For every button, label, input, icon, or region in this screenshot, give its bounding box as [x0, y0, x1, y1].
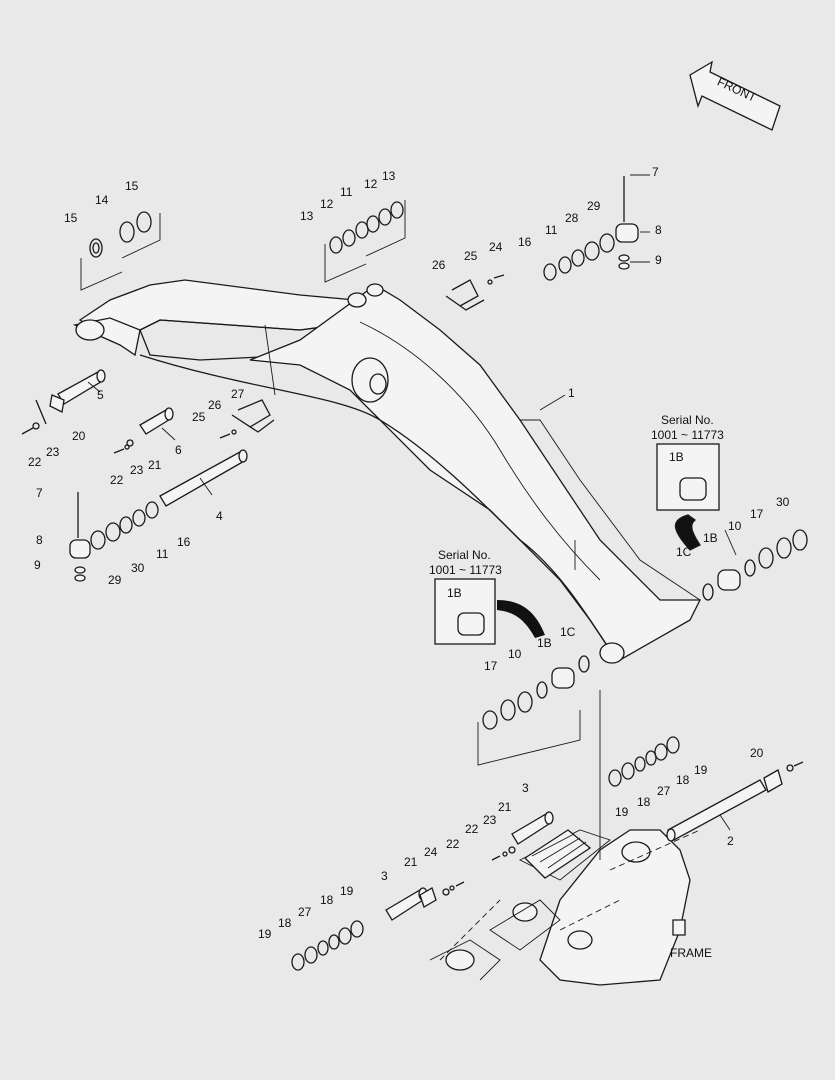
part-label: 15 [64, 211, 78, 225]
part-label: 20 [750, 746, 764, 760]
part-label: 22 [110, 473, 124, 487]
part-label: 11 [156, 547, 169, 561]
part-label: 27 [298, 905, 312, 919]
part-label: 16 [518, 235, 532, 249]
part-label: 11 [340, 185, 353, 199]
part-label: 10 [508, 647, 522, 661]
part-label: 18 [278, 916, 292, 930]
part-label: 9 [655, 253, 662, 267]
part-label: 15 [125, 179, 139, 193]
part-label: 29 [108, 573, 122, 587]
part-label: 29 [587, 199, 601, 213]
part-number-labels: 1 1B 1B 1C 1C 2 3 3 4 5 6 7 7 8 8 9 9 10… [28, 165, 790, 941]
part-label: 5 [97, 388, 104, 402]
part-label: 13 [382, 169, 396, 183]
part-label: 22 [28, 455, 42, 469]
part-label: 18 [320, 893, 334, 907]
frame-label: FRAME [670, 946, 712, 960]
part-label: 11 [545, 223, 558, 237]
part-label: 12 [364, 177, 378, 191]
part-label: 9 [34, 558, 41, 572]
part-label: 14 [95, 193, 109, 207]
part-label: 7 [652, 165, 659, 179]
part-label: 4 [216, 509, 223, 523]
part-label: 27 [657, 784, 671, 798]
part-label: 24 [424, 845, 438, 859]
part-label: 18 [676, 773, 690, 787]
part-label: 10 [728, 519, 742, 533]
part-label: 2 [727, 834, 734, 848]
part-label: 19 [258, 927, 272, 941]
part-label: 25 [464, 249, 478, 263]
serial-range: 1001 ~ 11773 [429, 563, 502, 577]
part-label: 23 [483, 813, 497, 827]
part-label: 1B [537, 636, 552, 650]
part-label: 8 [36, 533, 43, 547]
part-label: 8 [655, 223, 662, 237]
part-label: 12 [320, 197, 334, 211]
part-label: 19 [615, 805, 629, 819]
part-label: 1B [703, 531, 718, 545]
part-label: 23 [130, 463, 144, 477]
part-label: 3 [522, 781, 529, 795]
part-label: 21 [498, 800, 512, 814]
part-label: 24 [489, 240, 503, 254]
serial-part: 1B [447, 586, 462, 600]
boom-body [72, 279, 702, 664]
front-direction-arrow: FRONT [689, 60, 781, 131]
serial-title: Serial No. [438, 548, 491, 562]
part-label: 1C [560, 625, 576, 639]
serial-callout-upper: Serial No. 1001 ~ 11773 1B [651, 413, 724, 551]
part-label: 30 [776, 495, 790, 509]
part-label: 18 [637, 795, 651, 809]
part-label: 13 [300, 209, 314, 223]
part-label: 1 [568, 386, 575, 400]
part-label: 26 [208, 398, 222, 412]
hardware-parts [21, 176, 808, 971]
serial-range: 1001 ~ 11773 [651, 428, 724, 442]
part-label: 19 [694, 763, 708, 777]
part-label: 17 [484, 659, 498, 673]
part-label: 22 [465, 822, 479, 836]
part-label: 19 [340, 884, 354, 898]
leader-lines [87, 174, 737, 831]
part-label: 23 [46, 445, 60, 459]
serial-part: 1B [669, 450, 684, 464]
part-label: 17 [750, 507, 764, 521]
part-label: 30 [131, 561, 145, 575]
serial-callout-lower: Serial No. 1001 ~ 11773 1B [429, 548, 545, 645]
part-label: 26 [432, 258, 446, 272]
part-label: 1C [676, 545, 692, 559]
part-label: 21 [404, 855, 418, 869]
part-label: 21 [148, 458, 162, 472]
part-label: 3 [381, 869, 388, 883]
part-label: 6 [175, 443, 182, 457]
part-label: 27 [231, 387, 245, 401]
part-label: 16 [177, 535, 191, 549]
part-label: 25 [192, 410, 206, 424]
serial-title: Serial No. [661, 413, 714, 427]
part-label: 7 [36, 486, 43, 500]
part-label: 22 [446, 837, 460, 851]
part-label: 28 [565, 211, 579, 225]
part-label: 20 [72, 429, 86, 443]
frame-drawing: FRAME [429, 829, 712, 986]
